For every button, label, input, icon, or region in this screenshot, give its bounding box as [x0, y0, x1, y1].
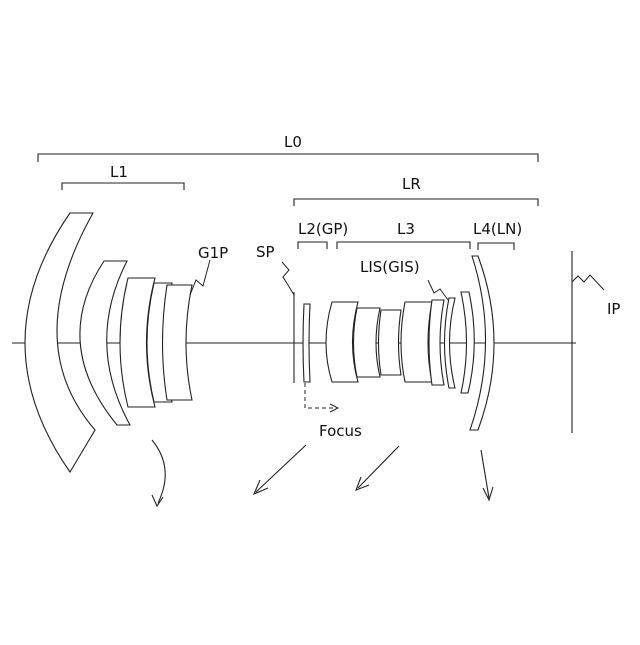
leader-ip: [572, 275, 604, 290]
label-g1p: G1P: [198, 244, 228, 262]
label-l2: L2(GP): [298, 220, 348, 238]
label-l1: L1: [110, 163, 128, 181]
label-l3: L3: [397, 220, 415, 238]
movement-arrow-l1: [152, 440, 165, 503]
leader-lis: [428, 280, 448, 300]
label-sp: SP: [256, 243, 275, 261]
label-focus: Focus: [319, 422, 362, 440]
label-l4: L4(LN): [473, 220, 522, 238]
bracket-l4: [478, 243, 514, 250]
lens-l3-2: [354, 308, 381, 377]
movement-arrow-l3: [358, 446, 399, 488]
bracket-lr: [294, 199, 538, 206]
lens-l2-gp: [303, 304, 310, 382]
bracket-l3: [337, 242, 470, 249]
lens-l3-3: [379, 310, 402, 375]
label-lis: LIS(GIS): [360, 258, 420, 276]
leader-sp: [282, 262, 294, 295]
movement-arrow-l2: [256, 445, 306, 492]
leader-g1p: [190, 260, 210, 295]
label-l0: L0: [284, 133, 302, 151]
lens-l3-4: [401, 302, 432, 382]
label-ip: IP: [607, 300, 620, 318]
label-lr: LR: [402, 175, 421, 193]
bracket-l1: [62, 183, 184, 190]
bracket-l0: [38, 154, 538, 162]
bracket-l2: [298, 242, 327, 249]
